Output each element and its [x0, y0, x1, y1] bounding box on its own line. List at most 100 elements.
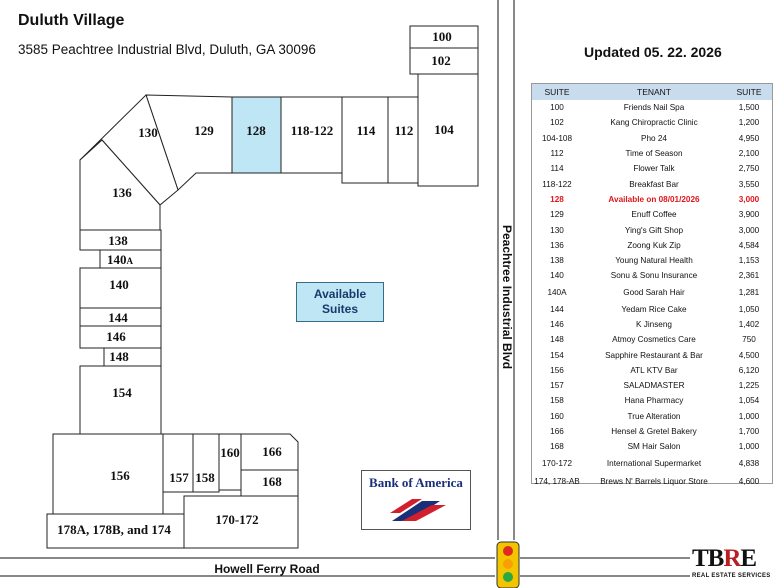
cell-size: 1,000 — [738, 442, 760, 452]
cell-size: 3,900 — [738, 210, 760, 220]
label-suite-146: 146 — [106, 329, 126, 344]
cell-suite: 129 — [550, 210, 564, 220]
cell-size: 4,500 — [738, 350, 760, 360]
cell-suite: 104-108 — [541, 133, 573, 143]
label-suite-144: 144 — [108, 310, 128, 325]
suite-136 — [79, 139, 161, 231]
label-suite-154: 154 — [112, 385, 132, 400]
suite-160 — [218, 433, 242, 491]
label-suite-114: 114 — [357, 123, 376, 138]
cell-size: 4,950 — [738, 133, 760, 143]
cell-suite: 174, 178-AB — [534, 477, 580, 487]
label-suite-148: 148 — [109, 349, 129, 364]
cell-size: 2,750 — [738, 164, 760, 174]
suite-158 — [192, 433, 220, 493]
cell-suite: 156 — [550, 365, 564, 375]
cell-tenant: Sonu & Sonu Insurance — [610, 271, 698, 281]
label-suite-138: 138 — [108, 233, 128, 248]
cell-size: 1,050 — [738, 304, 760, 314]
cell-tenant: Available on 08/01/2026 — [608, 194, 700, 204]
cell-tenant: Atmoy Cosmetics Care — [612, 335, 696, 345]
label-suite-129: 129 — [194, 123, 214, 138]
cell-tenant: Yedam Rice Cake — [621, 304, 687, 314]
cell-tenant: International Supermarket — [606, 459, 702, 469]
suite-156 — [52, 433, 164, 515]
label-suite-128: 128 — [246, 123, 266, 138]
cell-size: 2,361 — [738, 271, 760, 281]
label-suite-157: 157 — [169, 470, 189, 485]
table-row: 170-172 International Supermarket 4,838 — [532, 455, 772, 473]
cell-tenant: K Jinseng — [636, 320, 672, 329]
label-suite-102: 102 — [431, 53, 451, 68]
col-tenant: TENANT — [582, 84, 726, 100]
cell-size: 1,281 — [738, 288, 760, 298]
cell-size: 6,120 — [738, 365, 760, 375]
tbre-logo: TBRE REAL ESTATE SERVICES — [692, 546, 776, 588]
available-legend-line2: Suites — [321, 302, 358, 316]
traffic-light-icon — [496, 541, 520, 588]
table-row: 104-108 Pho 24 4,950 — [532, 131, 772, 146]
cell-size: 1,500 — [738, 103, 760, 113]
label-suite-130: 130 — [138, 125, 158, 140]
label-suite-156: 156 — [110, 468, 130, 483]
available-legend-line1: Available — [313, 287, 367, 301]
cell-tenant: Zoong Kuk Zip — [627, 240, 681, 250]
cell-suite: 114 — [550, 164, 564, 174]
cell-suite: 158 — [550, 396, 564, 406]
cell-tenant: Friends Nail Spa — [623, 103, 685, 113]
cell-size: 3,000 — [738, 194, 760, 204]
cell-tenant: Brews N' Barrels Liquor Store — [600, 477, 708, 487]
tbre-wordmark: TBRE — [692, 545, 757, 572]
label-suite-112: 112 — [395, 123, 414, 138]
cell-suite: 138 — [550, 256, 564, 266]
cell-size: 1,700 — [738, 427, 760, 437]
col-suite: SUITE — [532, 84, 582, 100]
cell-tenant: ATL KTV Bar — [630, 365, 678, 375]
label-suite-160: 160 — [220, 445, 240, 460]
bank-of-america-logo: Bank of America — [361, 470, 471, 530]
property-title: Duluth Village — [18, 12, 125, 29]
updated-date: Updated 05. 22. 2026 — [584, 44, 722, 60]
suite-114 — [341, 96, 389, 184]
suite-118 — [280, 96, 343, 174]
cell-suite: 146 — [550, 320, 564, 329]
cell-suite: 154 — [550, 350, 564, 360]
cell-size: 3,000 — [738, 225, 760, 235]
label-suite-166: 166 — [262, 444, 282, 459]
label-suite-140a: 140A — [107, 252, 134, 267]
road-label-peachtree: Peachtree Industrial Blvd — [500, 225, 514, 369]
suite-154 — [79, 365, 162, 435]
cell-suite: 130 — [550, 225, 564, 235]
cell-size: 4,838 — [738, 459, 760, 469]
cell-suite: 170-172 — [541, 459, 573, 469]
cell-size: 750 — [742, 335, 756, 345]
cell-size: 4,584 — [738, 240, 760, 250]
label-suite-118: 118-122 — [291, 123, 334, 138]
bank-flag-icon — [390, 499, 446, 521]
cell-tenant: Pho 24 — [641, 133, 667, 143]
cell-suite: 118-122 — [542, 179, 572, 189]
property-address: 3585 Peachtree Industrial Blvd, Duluth, … — [18, 42, 316, 57]
suite-168 — [240, 469, 299, 497]
cell-suite: 160 — [550, 411, 564, 421]
label-suite-100: 100 — [432, 29, 452, 44]
label-suite-170: 170-172 — [215, 512, 258, 527]
available-suites-legend: Available Suites — [296, 282, 384, 322]
suite-157 — [162, 433, 194, 493]
cell-tenant: Breakfast Bar — [629, 179, 679, 189]
road-label-howell-ferry: Howell Ferry Road — [214, 562, 319, 576]
